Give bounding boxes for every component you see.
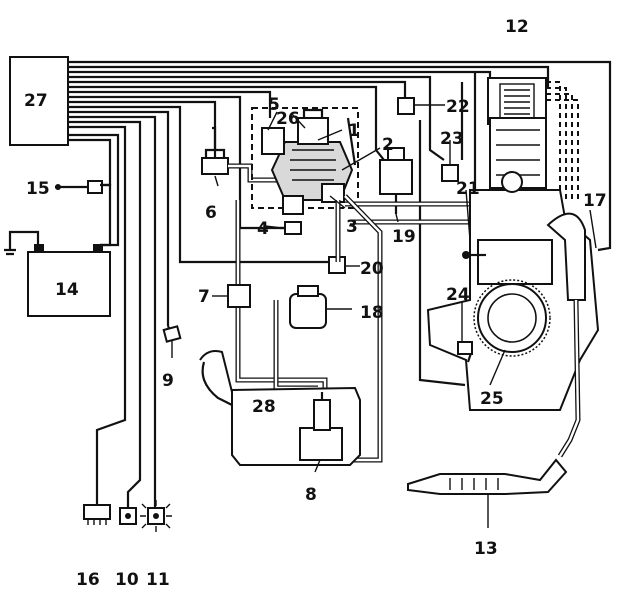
label-23: 23 [440,129,464,149]
sensor-4 [280,221,302,235]
fuel-filter-7 [227,284,251,308]
label-17: 17 [583,191,607,211]
label-20: 20 [360,259,384,279]
leader-lines [171,104,597,528]
label-12: 12 [505,17,529,37]
fuel-lines [235,194,383,463]
engine-block [426,117,600,411]
label-3: 3 [346,217,358,237]
idle-actuator-19 [379,147,413,214]
ignition-leads [546,81,579,200]
relay-22 [397,97,415,115]
label-6: 6 [205,203,217,223]
label-4: 4 [257,219,269,239]
callout-labels: 1 2 3 4 5 6 7 8 9 10 11 12 13 14 15 16 1… [24,17,607,590]
label-26: 26 [276,109,300,129]
ecu-unit [9,56,69,146]
fuel-pump-8 [299,392,343,461]
label-2: 2 [382,135,394,155]
label-18: 18 [360,303,384,323]
sensor-6 [201,126,290,183]
label-19: 19 [392,227,416,247]
label-7: 7 [198,287,210,307]
label-24: 24 [446,285,470,305]
sensor-9 [162,325,182,343]
connector-15 [55,180,103,194]
exhaust-hose-13 [407,458,568,495]
label-21: 21 [456,179,480,199]
air-intake-tube [546,212,586,458]
label-10: 10 [115,570,139,590]
reservoir-18 [289,285,327,329]
sensor-16 [83,504,111,525]
battery [4,183,112,317]
label-8: 8 [305,485,317,505]
throttle-body [251,107,359,215]
label-13: 13 [474,539,498,559]
label-28: 28 [252,397,276,417]
sensor-11 [140,500,172,532]
label-27: 27 [24,91,48,111]
sensor-10 [119,507,137,525]
label-11: 11 [146,570,170,590]
label-9: 9 [162,371,174,391]
label-22: 22 [446,97,470,117]
label-14: 14 [55,280,79,300]
label-25: 25 [480,389,504,409]
label-1: 1 [348,121,360,141]
label-15: 15 [26,179,50,199]
label-16: 16 [76,570,100,590]
wiring-harness [68,60,612,512]
label-5: 5 [268,95,280,115]
